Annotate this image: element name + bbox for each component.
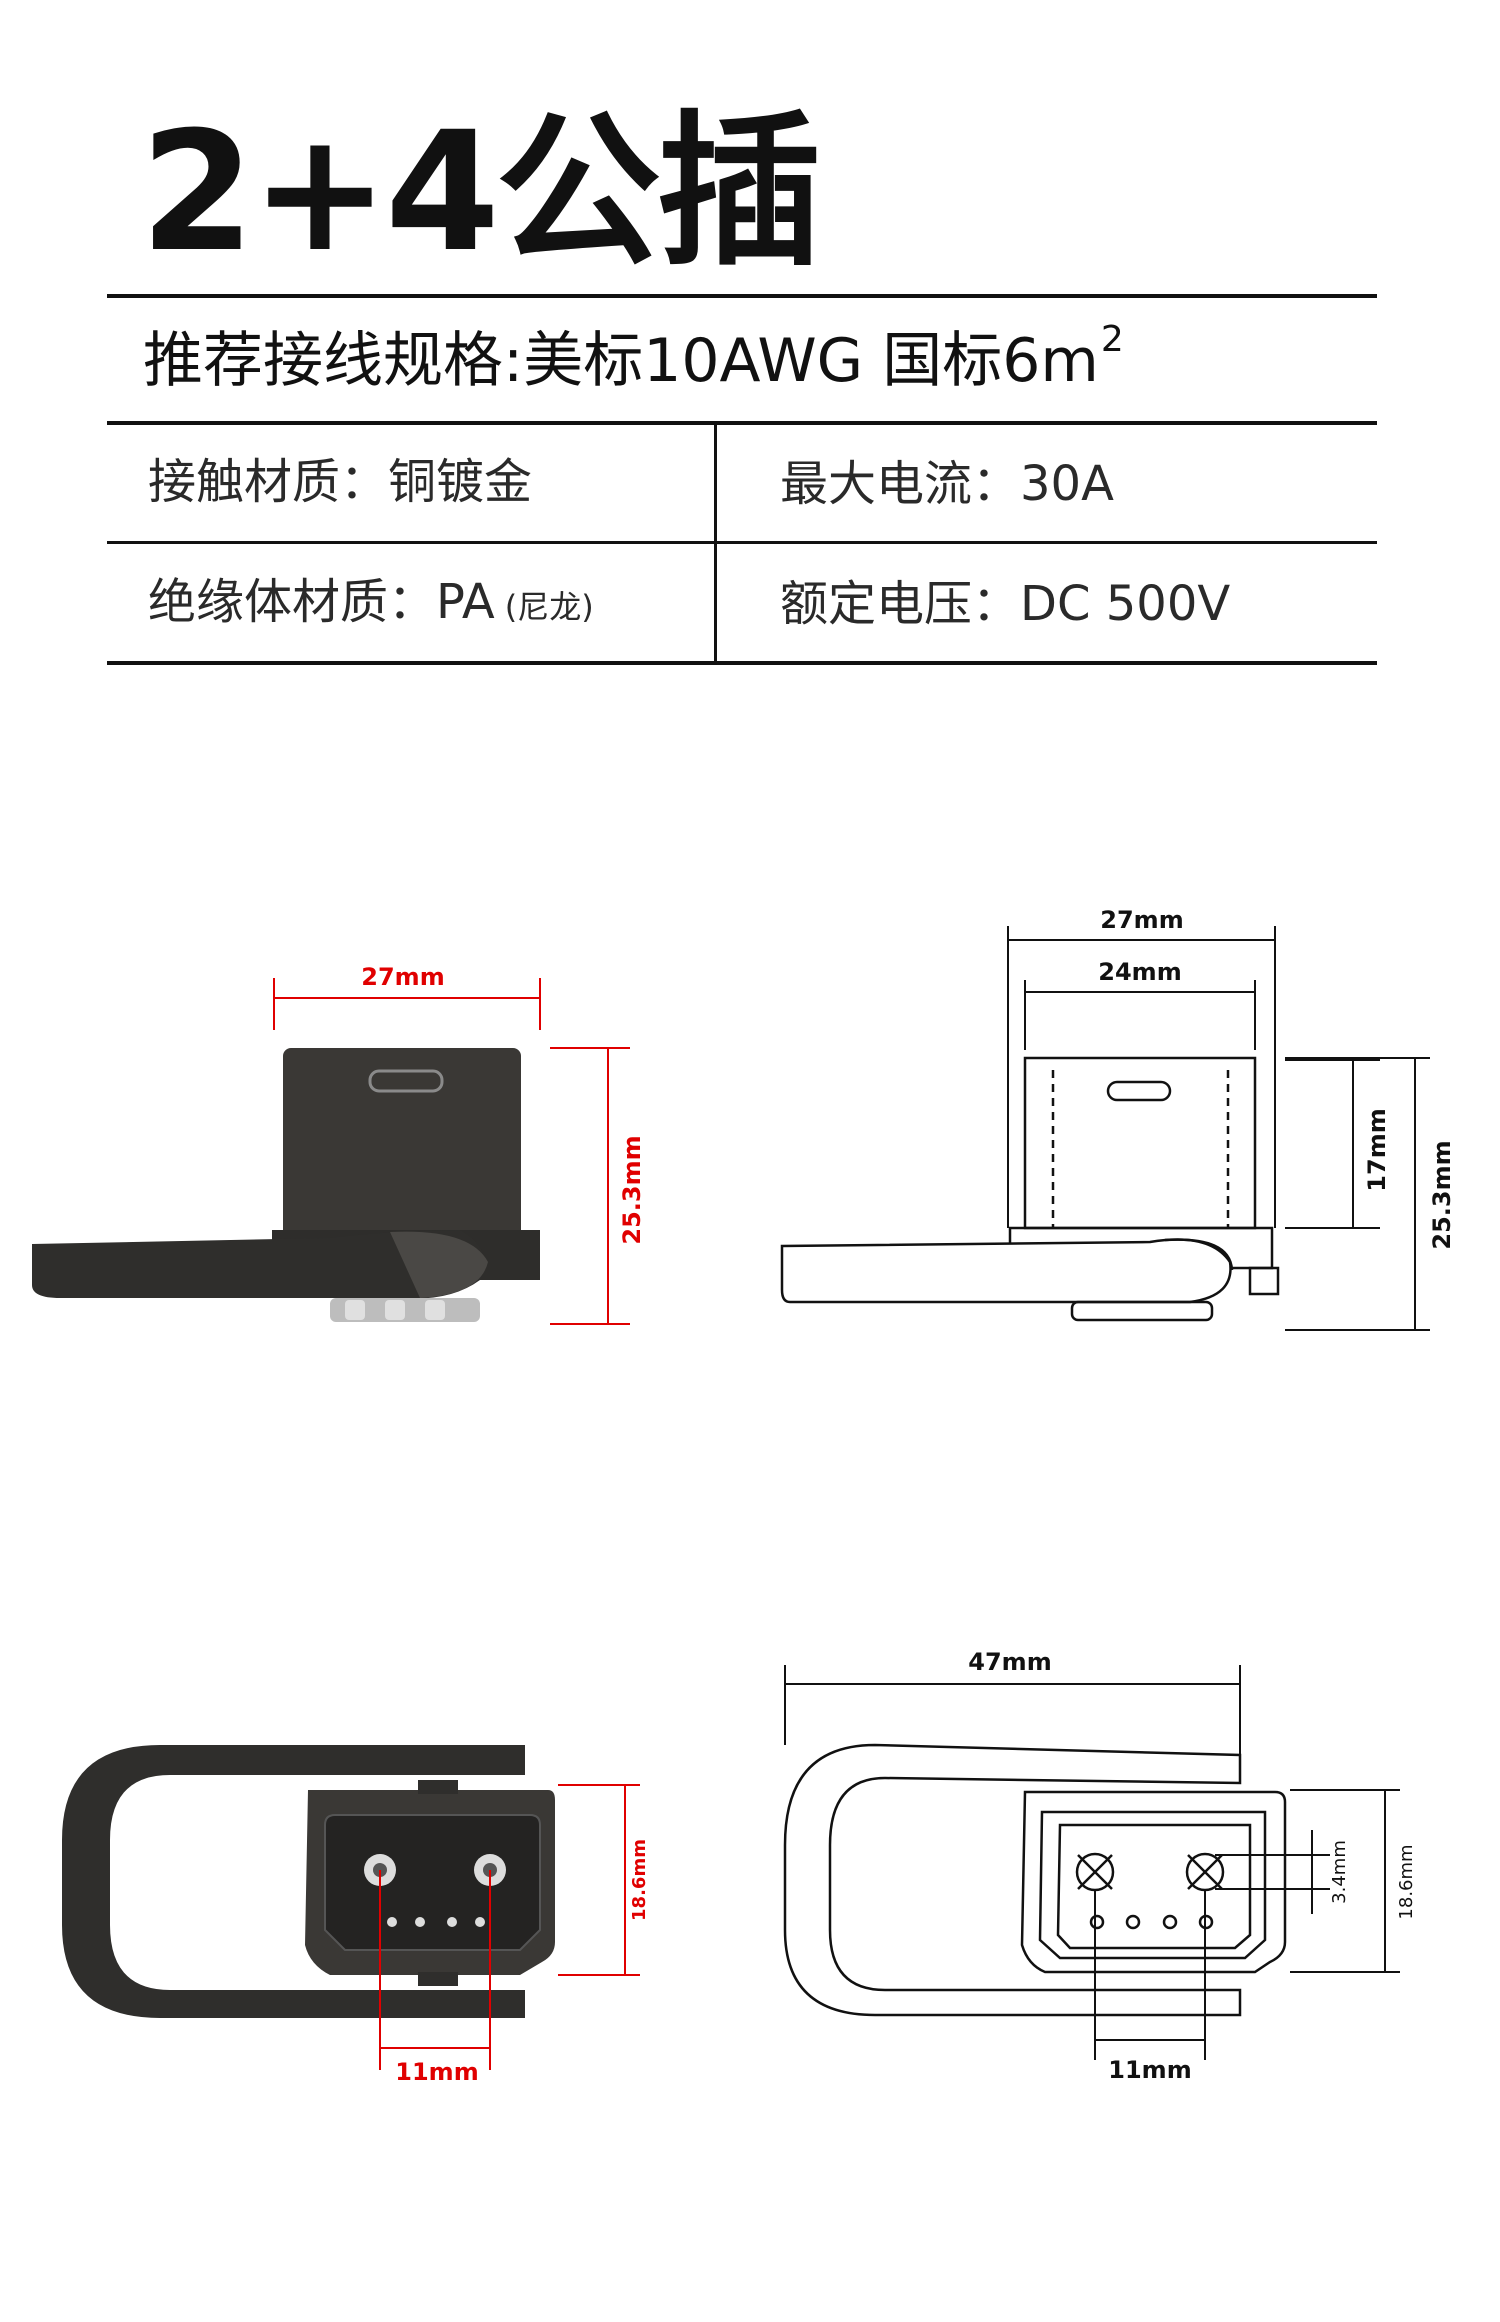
- side-drawing: [780, 1056, 1280, 1322]
- insulator-note: (尼龙): [504, 588, 594, 626]
- side-drawing-inner-width-label: 24mm: [1098, 958, 1181, 986]
- rated-voltage: 额定电压：DC 500V: [780, 576, 1231, 632]
- divider-bottom: [107, 661, 1377, 665]
- front-drawing-pitch-label: 11mm: [1108, 2056, 1191, 2084]
- front-photo: [62, 1745, 555, 2018]
- front-photo-pitch-label: 11mm: [395, 2058, 478, 2086]
- wiring-spec: 推荐接线规格:美标10AWG 国标6m2: [143, 319, 1124, 392]
- product-title: 2+4公插: [140, 96, 822, 288]
- front-drawing-dims: [784, 1665, 1400, 2060]
- side-drawing-dims: [1007, 926, 1430, 1331]
- side-photo-height-label: 25.3mm: [618, 1135, 646, 1244]
- side-drawing-inner-height-label: 17mm: [1363, 1108, 1391, 1191]
- front-drawing-width-label: 47mm: [968, 1648, 1051, 1676]
- divider-row1: [107, 421, 1377, 425]
- table-column-divider: [714, 423, 717, 664]
- front-photo-height-label: 18.6mm: [629, 1839, 650, 1921]
- divider-top: [107, 294, 1377, 298]
- side-photo-dims: [273, 978, 630, 1325]
- insulator-material-text: 绝缘体材质：PA: [148, 574, 495, 630]
- contact-material: 接触材质：铜镀金: [148, 454, 533, 510]
- side-drawing-outer-height-label: 25.3mm: [1428, 1140, 1456, 1249]
- front-drawing-pin-label: 3.4mm: [1329, 1840, 1350, 1904]
- divider-row2: [107, 541, 1377, 544]
- side-photo: [32, 1048, 540, 1322]
- insulator-material: 绝缘体材质：PA(尼龙): [148, 578, 594, 626]
- front-drawing: [783, 1743, 1287, 2017]
- wiring-spec-text: 推荐接线规格:美标10AWG 国标6m: [143, 326, 1099, 396]
- side-photo-width-label: 27mm: [361, 963, 444, 991]
- side-drawing-outer-width-label: 27mm: [1100, 906, 1183, 934]
- wiring-spec-sup: 2: [1100, 319, 1124, 360]
- front-drawing-height-label: 18.6mm: [1396, 1844, 1417, 1919]
- front-photo-dims: [379, 1784, 640, 2070]
- max-current: 最大电流：30A: [780, 456, 1114, 512]
